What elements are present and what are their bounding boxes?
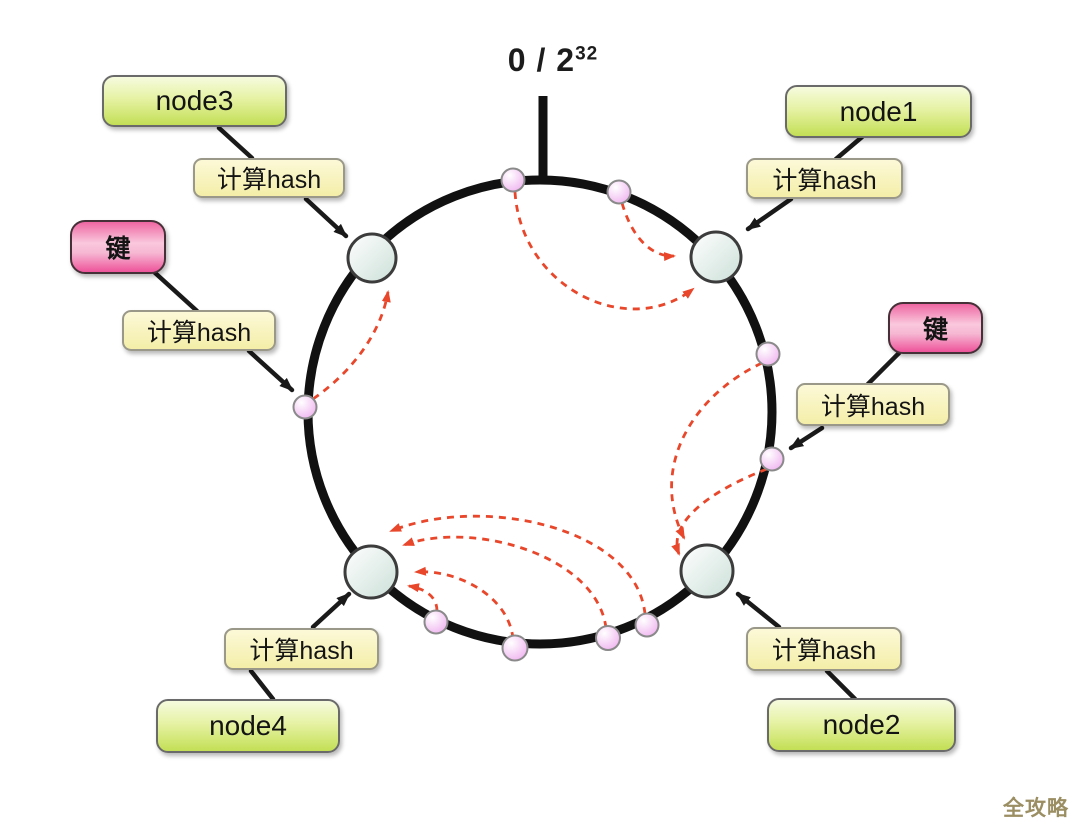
node3-circle [346, 232, 398, 284]
node3-label: node3 [155, 85, 234, 116]
arrow-hash-node3circle [303, 196, 349, 239]
mapping-arrow-keybot3-node4 [402, 535, 608, 629]
arrow-hash-node2circle [735, 591, 782, 630]
node1-circle [689, 230, 743, 284]
hash-box-node4: 计算hash [224, 628, 379, 670]
node3-box: node3 [102, 75, 287, 127]
node-circles [343, 230, 743, 600]
key-dot-top1 [500, 167, 526, 193]
hash-label-key-right: 计算hash [820, 392, 926, 421]
hash-box-key-left: 计算hash [122, 310, 276, 351]
mapping-arrow-keyright1-node2 [670, 361, 763, 540]
connector-keyleft-hash [150, 268, 200, 314]
hash-label-node2: 计算hash [771, 637, 877, 665]
key-dot-bottom3 [595, 625, 621, 651]
key-dots [292, 167, 785, 662]
key-mapping-arrows [312, 191, 768, 640]
node2-box: node2 [767, 698, 956, 752]
key-right-label: 键 [922, 316, 948, 344]
connector-node1-hash [833, 134, 865, 162]
ring-range-exponent: 32 [575, 43, 599, 65]
node1-box: node1 [785, 85, 972, 138]
node1-label: node1 [839, 95, 918, 127]
mapping-arrow-keytop1-node1 [513, 191, 695, 311]
node4-circle [343, 544, 399, 600]
hash-box-node2: 计算hash [746, 627, 902, 671]
node4-label: node4 [209, 710, 287, 741]
arrow-hash-keyleftdot [246, 348, 295, 393]
ring-range-base: 0 / 2 [507, 42, 576, 78]
hash-label-key-left: 计算hash [146, 318, 252, 347]
key-dot-left [292, 394, 318, 420]
node2-circle [679, 543, 735, 599]
connector-node3-hash [216, 125, 255, 161]
key-dot-right1 [755, 341, 781, 367]
hash-label-node3: 计算hash [216, 166, 322, 194]
arrow-hash-node1circle [745, 196, 794, 232]
connector-lines [150, 125, 902, 702]
key-dot-bottom4 [634, 612, 660, 638]
connector-node2-hash [824, 668, 858, 702]
connector-keyright-hash [865, 350, 902, 387]
key-right-box: 键 [888, 302, 983, 354]
hash-label-node4: 计算hash [249, 637, 354, 665]
node4-box: node4 [156, 699, 340, 753]
watermark-text: 全攻略 [1003, 797, 1069, 820]
hash-placement-arrows [246, 196, 825, 630]
hash-label-node1: 计算hash [772, 166, 877, 195]
hash-box-key-right: 计算hash [796, 383, 950, 426]
connector-node4-hash [248, 668, 276, 702]
hash-box-node3: 计算hash [193, 158, 345, 198]
key-dot-bottom2 [501, 634, 529, 662]
key-dot-bottom1 [423, 609, 449, 635]
key-left-label: 键 [105, 235, 131, 263]
arrow-hash-node4circle [310, 591, 352, 630]
mapping-arrow-keybot4-node4 [389, 514, 647, 615]
mapping-arrow-keyleft-node3 [312, 290, 391, 401]
mapping-arrow-keyright2-node2 [671, 467, 768, 556]
mapping-arrow-keybot1-node4 [407, 583, 439, 612]
key-left-box: 键 [70, 220, 166, 274]
node2-label: node2 [822, 709, 901, 740]
ring-range-title: 0 / 232 [478, 42, 628, 79]
key-dot-top2 [606, 179, 632, 205]
mapping-arrow-keybot2-node4 [414, 566, 515, 640]
hash-box-node1: 计算hash [746, 158, 903, 199]
key-dot-right2 [759, 446, 785, 472]
arrow-hash-keyrightdot [788, 425, 825, 451]
